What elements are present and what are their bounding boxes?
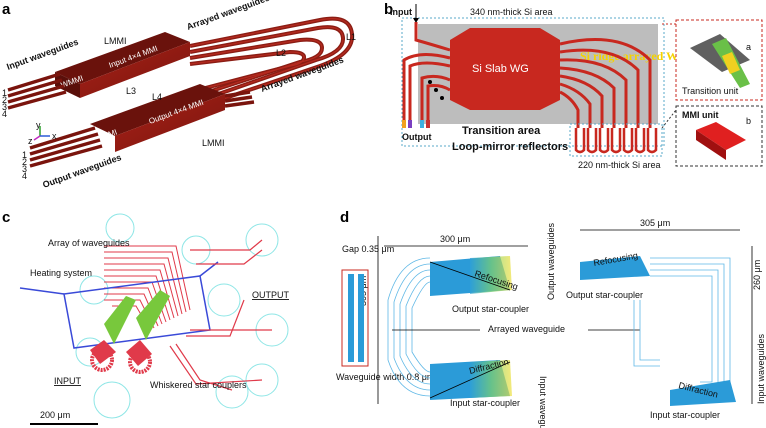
panel-d-letter: d: [340, 209, 349, 226]
panel-b: b 340 nm-thick Si area Input Si Slab WG …: [384, 1, 763, 170]
l1-label: L1: [346, 32, 356, 42]
wg-width-label: Waveguide width 0.8 μm: [336, 372, 434, 382]
arrayed-label: Arrayed waveguide: [488, 324, 565, 334]
input-wg-left-label: Input waveguides: [538, 376, 548, 428]
port-2-bottom: 2: [22, 157, 27, 167]
thick-area-label: 340 nm-thick Si area: [470, 7, 553, 17]
ridge-waveguides: [559, 38, 652, 128]
si-slab: [450, 28, 560, 110]
thin-area-label: 220 nm-thick Si area: [578, 160, 661, 170]
port-2-top: 2: [2, 95, 7, 105]
output-mmi: [115, 94, 225, 152]
dimension-lines: [377, 229, 753, 404]
zoom-inset: [341, 269, 369, 367]
input-label-c: INPUT: [54, 376, 82, 386]
w300-label: 300 μm: [440, 234, 470, 244]
output-star-left-label: Output star-coupler: [452, 304, 529, 314]
heating-label: Heating system: [30, 268, 92, 278]
scale-label: 200 μm: [40, 410, 70, 420]
arrayed-waveguides-right: [633, 257, 731, 401]
sub-b-label: b: [746, 116, 751, 126]
slab-label: Si Slab WG: [472, 63, 529, 75]
panel-a: a Input 4×4 MMI WMMI Outp: [2, 0, 356, 190]
whiskered-label: Whiskered star couplers: [150, 380, 247, 390]
panel-c-letter: c: [2, 209, 10, 226]
array-label: Array of waveguides: [48, 238, 130, 248]
port-3-top: 3: [2, 102, 7, 112]
mmi-unit-label: MMI unit: [682, 110, 719, 120]
input-star-coupler-right: [670, 380, 736, 406]
sub-a-label: a: [746, 42, 751, 52]
l-mmi-bottom-label: LMMI: [202, 138, 225, 148]
output-wg-label: Output waveguides: [546, 222, 556, 300]
transition-unit-label: Transition unit: [682, 86, 739, 96]
output-star-right-label: Output star-coupler: [566, 290, 643, 300]
transition-area-label: Transition area: [462, 125, 541, 137]
loop-mirror-reflectors: [574, 128, 658, 154]
port-4-bottom: 4: [22, 171, 27, 181]
output-ports: [402, 120, 430, 128]
port-1-bottom: 1: [22, 150, 27, 160]
h260-label: 260 μm: [752, 260, 762, 290]
panel-c: c: [2, 209, 290, 425]
axis-z-label: z: [28, 136, 33, 146]
port-1-top: 1: [2, 88, 7, 98]
input-star-left-label: Input star-coupler: [450, 398, 520, 408]
input-waveguides-label: Input waveguides: [5, 37, 79, 72]
panel-d: d 300 μm 305 μm 305 μm 260 μm Gap 0.35 μ…: [336, 209, 766, 428]
input-mmi: [80, 42, 190, 98]
input-star-right-label: Input star-coupler: [650, 410, 720, 420]
output-star-coupler-right: [580, 256, 650, 280]
input-label: Input: [390, 7, 412, 17]
loop-mirror-label: Loop-mirror reflectors: [452, 141, 568, 153]
axes-icon: y x z: [28, 120, 57, 146]
input-waveguides: [7, 72, 67, 110]
w305-label: 305 μm: [640, 218, 670, 228]
axis-x-label: x: [52, 131, 57, 141]
star-couplers: [90, 290, 170, 374]
output-waveguides: [29, 126, 103, 168]
l-mmi-top-label: LMMI: [104, 36, 127, 46]
output-label: Output: [402, 132, 432, 142]
arrayed-waveguides-top-label: Arrayed waveguides: [185, 0, 271, 32]
panel-b-letter: b: [384, 1, 393, 18]
panel-a-letter: a: [2, 1, 11, 18]
gap-label: Gap 0.35 μm: [342, 244, 394, 254]
l4-label: L4: [152, 92, 162, 102]
port-4-top: 4: [2, 109, 7, 119]
output-leads: [169, 239, 272, 391]
io-pads: [75, 213, 289, 419]
input-wg-right-label: Input waveguides: [756, 333, 766, 404]
axis-y-label: y: [36, 120, 41, 130]
output-label-c: OUTPUT: [252, 290, 290, 300]
l3-label: L3: [126, 86, 136, 96]
input-mmi-top-edge: [55, 32, 190, 84]
l2-label: L2: [276, 48, 286, 58]
port-3-bottom: 3: [22, 164, 27, 174]
